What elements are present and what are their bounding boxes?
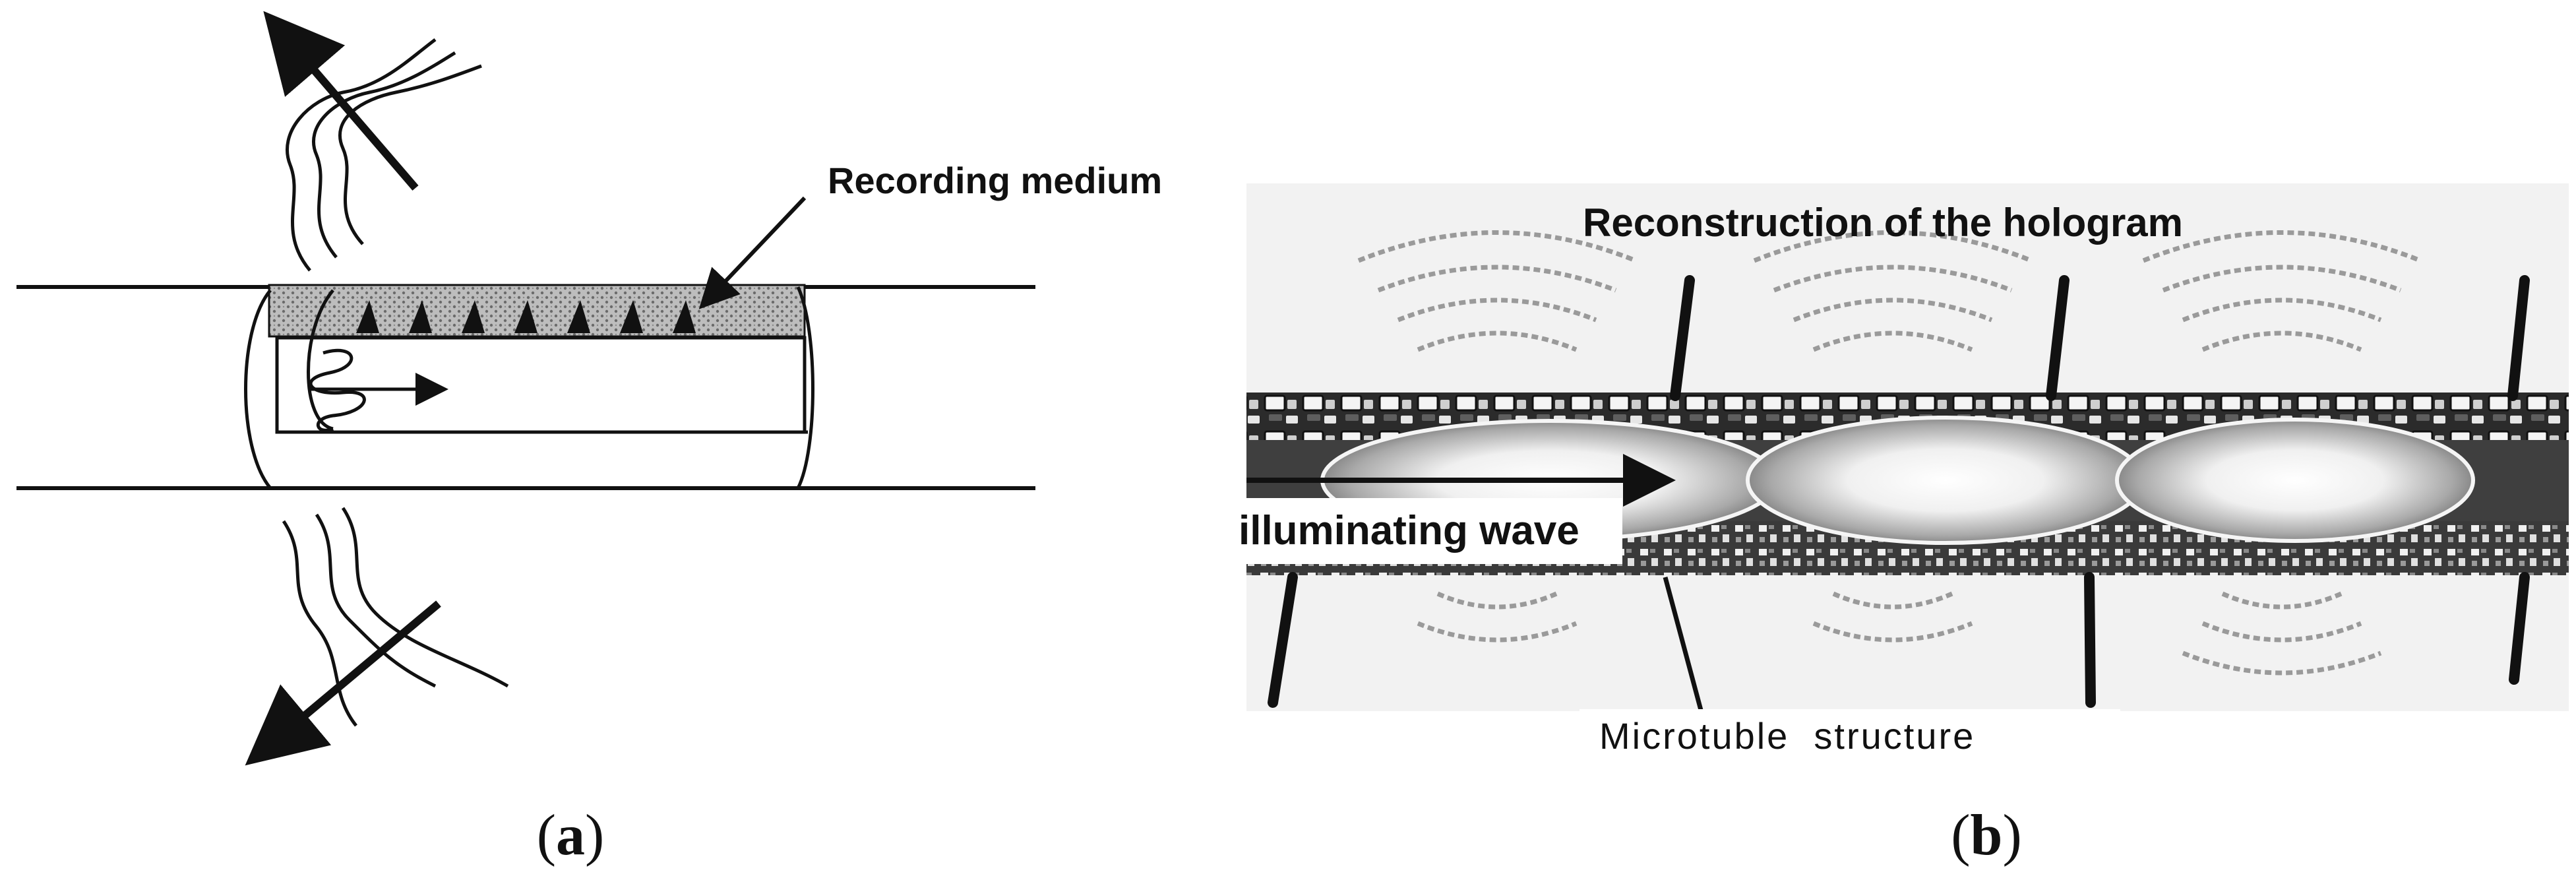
caption-b-close: ): [2002, 803, 2021, 867]
bottom-scattered-wave: [282, 507, 509, 727]
illuminating-wave-label: illuminating wave: [1239, 508, 1579, 553]
microtube-leader: [1663, 577, 1704, 713]
guided-wave-squiggle: [309, 348, 366, 432]
guided-mode-lobe: [2115, 418, 2475, 543]
caption-a-open: (: [537, 803, 556, 867]
lower-wavefronts: [1417, 591, 2382, 676]
microtube-label-box: [1579, 709, 2120, 762]
recording-medium-leader: [698, 196, 807, 309]
panel-b: illuminating wave Reconstruction of the …: [1233, 183, 2569, 867]
guided-mode-lobe: [1746, 416, 2145, 545]
inner-left-cap: [307, 289, 334, 431]
illuminating-wave-box: [1233, 498, 1622, 564]
diffraction-rods: [1268, 275, 2530, 708]
recording-medium-label: Recording medium: [828, 160, 1162, 201]
top-scattered-wave: [286, 38, 482, 272]
left-end-cap: [244, 289, 272, 489]
caption-b-letter: b: [1971, 803, 2003, 867]
panel-b-caption: (b): [1951, 803, 2022, 867]
reconstruction-label: Reconstruction of the hologram: [1583, 201, 2183, 245]
fiber-core: [275, 336, 807, 434]
caption-a-close: ): [585, 803, 604, 867]
panel-a: Recording medium (a): [16, 11, 1162, 867]
bottom-wave-arrow: [245, 600, 441, 766]
upper-wavefronts: [1357, 230, 2422, 352]
caption-b-open: (: [1951, 803, 1970, 867]
microtube-label: Microtuble structure: [1599, 715, 1975, 757]
right-end-cap: [796, 286, 814, 489]
top-wave-arrow: [263, 11, 419, 191]
fringe-marks: [356, 300, 696, 333]
recording-medium-band: [268, 284, 806, 338]
panel-a-caption: (a): [537, 803, 605, 867]
caption-a-letter: a: [556, 803, 585, 867]
